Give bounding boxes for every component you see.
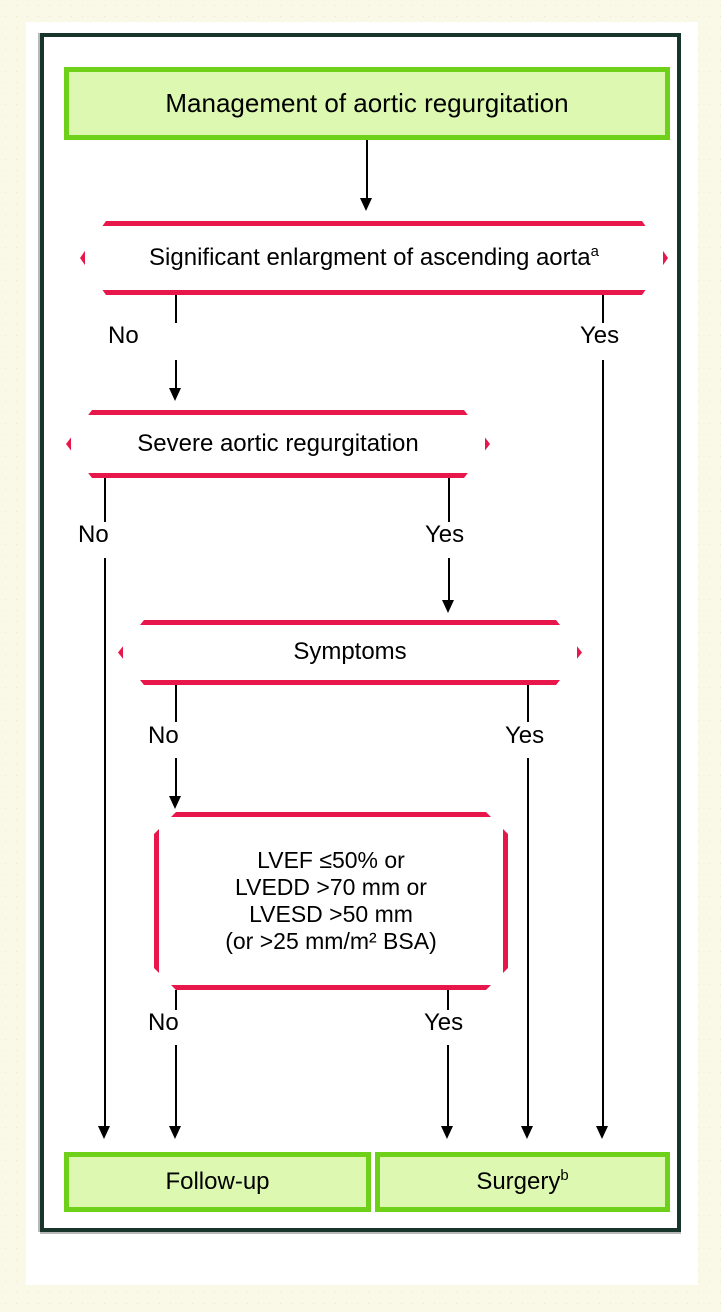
node-outcome-follow-up-label: Follow-up — [165, 1167, 270, 1195]
edge-d4-no-line-top — [175, 990, 177, 1010]
edge-d3-yes-arrow — [521, 1126, 533, 1139]
footnote-marker-b: b — [560, 1167, 569, 1184]
node-outcome-surgery-label: Surgeryb — [476, 1167, 569, 1195]
edge-d3-yes-line-top — [527, 685, 529, 722]
branch-label-d3-yes: Yes — [505, 722, 545, 749]
branch-label-d2-no: No — [78, 521, 109, 548]
branch-label-d2-yes: Yes — [425, 521, 465, 548]
edge-d1-no-arrow — [169, 388, 181, 401]
node-decision-severe-ar-label: Severe aortic regurgitation — [137, 429, 419, 457]
edge-d2-yes-line-top — [448, 478, 450, 522]
node-decision-symptoms[interactable]: Symptoms — [118, 620, 582, 685]
edge-d3-no-arrow — [169, 796, 181, 809]
edge-d3-yes-line-long — [527, 758, 529, 1132]
edge-d1-yes-line-long — [602, 360, 604, 1132]
lv-criteria-line-4: (or >25 mm/m² BSA) — [225, 928, 437, 955]
edge-d2-no-line-top — [104, 478, 106, 522]
edge-d4-yes-line-top — [447, 990, 449, 1010]
edge-d1-yes-arrow — [596, 1126, 608, 1139]
edge-d2-no-line-long — [104, 558, 106, 1132]
edge-d4-no-line-bottom — [175, 1045, 177, 1132]
branch-label-d3-no: No — [148, 722, 179, 749]
branch-label-d1-yes: Yes — [580, 322, 620, 349]
edge-d1-no-line-top — [175, 295, 177, 323]
edge-d1-yes-line-top — [602, 295, 604, 323]
edge-d4-no-arrow — [169, 1126, 181, 1139]
node-outcome-surgery[interactable]: Surgeryb — [375, 1152, 670, 1212]
branch-label-d1-no: No — [108, 322, 139, 349]
node-start[interactable]: Management of aortic regurgitation — [64, 67, 670, 140]
node-decision-ascending-aorta-label: Significant enlargment of ascending aort… — [149, 243, 599, 271]
edge-start-to-d1-arrow — [360, 198, 372, 211]
edge-d3-no-line-top — [175, 685, 177, 722]
edge-d4-yes-arrow — [441, 1126, 453, 1139]
lv-criteria-line-3: LVESD >50 mm — [249, 901, 413, 927]
edge-d4-yes-line-bottom — [447, 1045, 449, 1132]
branch-label-d4-yes: Yes — [424, 1009, 464, 1036]
edge-start-to-d1-line — [366, 140, 368, 202]
node-decision-symptoms-label: Symptoms — [293, 638, 407, 666]
edge-d1-no-line-bottom — [175, 360, 177, 392]
node-decision-severe-ar[interactable]: Severe aortic regurgitation — [66, 410, 490, 478]
node-outcome-follow-up[interactable]: Follow-up — [64, 1152, 371, 1212]
branch-label-d4-no: No — [148, 1009, 179, 1036]
node-decision-lv-criteria[interactable]: LVEF ≤50% or LVEDD >70 mm or LVESD >50 m… — [154, 812, 508, 990]
lv-criteria-line-1: LVEF ≤50% or — [257, 846, 405, 873]
node-decision-ascending-aorta[interactable]: Significant enlargment of ascending aort… — [80, 221, 668, 295]
node-start-label: Management of aortic regurgitation — [165, 88, 569, 119]
lv-criteria-line-2: LVEDD >70 mm or — [235, 873, 427, 900]
edge-d2-no-arrow — [98, 1126, 110, 1139]
edge-d2-yes-line-bottom — [448, 558, 450, 604]
edge-d3-no-line-bottom — [175, 758, 177, 800]
footnote-marker-a: a — [590, 243, 599, 260]
edge-d2-yes-arrow — [442, 600, 454, 613]
